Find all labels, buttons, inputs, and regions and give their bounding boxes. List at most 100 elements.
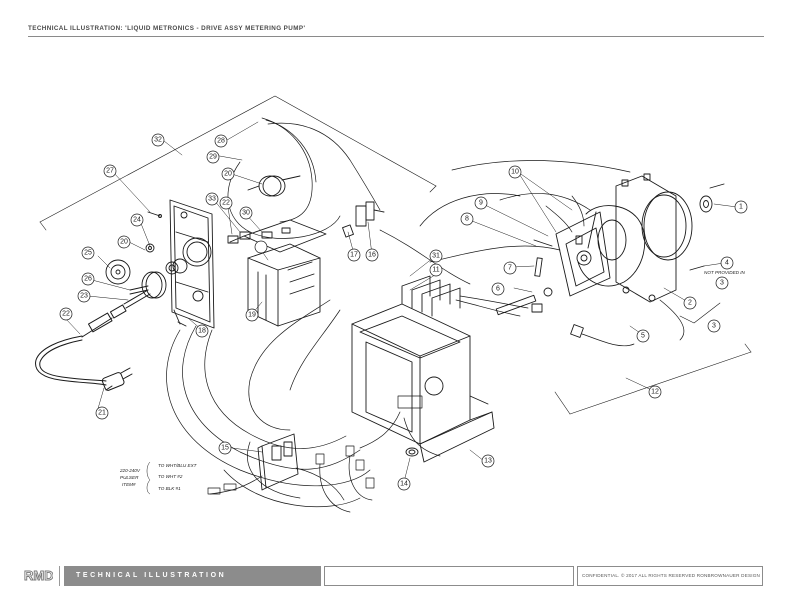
callout-label: 21	[98, 410, 106, 417]
callout-label: 18	[198, 328, 206, 335]
callout-5	[636, 329, 650, 343]
control-panel	[165, 199, 215, 329]
page-title: TECHNICAL ILLUSTRATION: 'LIQUID METRONIC…	[28, 25, 306, 32]
callout-7	[503, 261, 517, 275]
knob-26	[129, 271, 167, 299]
callout-label: 13	[484, 458, 492, 465]
note-item: ITEM#	[122, 482, 136, 487]
leader-lines	[65, 121, 738, 483]
grommet-14	[405, 447, 419, 457]
rmd-logo: RMD	[24, 568, 53, 583]
screw-8	[533, 239, 553, 247]
callout-label: 10	[511, 169, 519, 176]
callout-13	[481, 454, 495, 468]
callout-23a	[77, 289, 91, 303]
callout-label: 26	[84, 276, 92, 283]
header-divider	[28, 36, 764, 37]
wire-harness-top	[227, 117, 381, 239]
note-brace	[146, 461, 151, 495]
callout-29	[206, 150, 220, 164]
callout-label: 22	[222, 200, 230, 207]
callout-label: 27	[106, 168, 114, 175]
callout-label: 9	[479, 200, 483, 207]
callout-1	[734, 200, 748, 214]
callout-3b	[707, 319, 721, 333]
note-not-provided: NOT PROVIDED IN	[704, 270, 746, 275]
footer-confidential: CONFIDENTIAL. © 2017 ALL RIGHTS RESERVED…	[577, 566, 763, 586]
footer-divider	[59, 566, 60, 586]
callout-16	[365, 248, 379, 262]
wire-loops	[166, 160, 631, 508]
callout-label: 12	[651, 389, 659, 396]
callout-label: 2	[688, 300, 692, 307]
bracket-32	[39, 95, 437, 231]
pin-7	[534, 257, 543, 277]
callout-label: 22	[62, 311, 70, 318]
note-voltage: 220-240V	[119, 468, 141, 473]
callout-label: 17	[350, 252, 358, 259]
callout-15	[218, 441, 232, 455]
callout-27	[103, 164, 117, 178]
relay-16	[355, 201, 385, 227]
callout-24	[130, 213, 144, 227]
connector-5	[531, 303, 635, 347]
callout-label: 16	[368, 252, 376, 259]
callout-label: 6	[496, 286, 500, 293]
switch-module-15	[209, 433, 345, 501]
callout-label: 4	[725, 260, 729, 267]
callout-20a	[221, 167, 235, 181]
connector-30	[227, 231, 251, 244]
callout-label: 29	[209, 154, 217, 161]
motor-assembly	[615, 173, 693, 303]
callout-14	[397, 477, 411, 491]
bearing-1	[699, 195, 713, 213]
callout-label: 20	[224, 171, 232, 178]
callout-26	[81, 272, 95, 286]
callout-label: 24	[133, 217, 141, 224]
callout-30	[239, 206, 253, 220]
callout-label: 11	[432, 267, 439, 274]
callout-18	[195, 324, 209, 338]
callout-19	[245, 308, 259, 322]
callout-label: 30	[242, 210, 250, 217]
power-cord	[35, 335, 133, 391]
callout-6	[491, 282, 505, 296]
cam-6	[495, 287, 553, 316]
callout-label: 23	[80, 293, 88, 300]
callout-label: 20	[120, 239, 128, 246]
callout-label: 33	[208, 196, 216, 203]
callout-label: 28	[217, 138, 225, 145]
callout-17	[347, 248, 361, 262]
callout-label: 32	[154, 137, 162, 144]
callout-9	[474, 196, 488, 210]
callout-21	[95, 406, 109, 420]
callout-20b	[117, 235, 131, 249]
callout-label: 8	[465, 216, 469, 223]
screw-18	[173, 309, 187, 327]
footer-blank-box	[324, 566, 574, 586]
callout-22b	[219, 196, 233, 210]
callout-11	[429, 263, 443, 277]
callout-4	[720, 256, 734, 270]
footer-label: TECHNICAL ILLUSTRATION	[64, 566, 321, 586]
logo-text: RMD	[24, 568, 53, 583]
nut-24	[145, 243, 155, 253]
callout-label: 19	[248, 312, 256, 319]
callout-2	[683, 296, 697, 310]
potentiometer-20	[247, 175, 301, 197]
callout-label: 3	[720, 280, 724, 287]
callout-label: 25	[84, 250, 92, 257]
strain-relief	[81, 289, 151, 338]
callout-label: 31	[432, 253, 440, 260]
knob-25	[105, 259, 131, 285]
callout-label: 14	[400, 481, 408, 488]
note-wire-2: TO WHT #2	[158, 474, 183, 479]
note-wire-3: TO BLK #1	[158, 486, 181, 491]
note-wire-1: TO WHT/BLU EXT	[158, 463, 198, 468]
fuse-17	[342, 224, 354, 238]
callout-circles	[59, 133, 748, 491]
callout-label: 5	[641, 333, 645, 340]
callout-3a	[715, 276, 729, 290]
bracket-12	[554, 343, 752, 415]
